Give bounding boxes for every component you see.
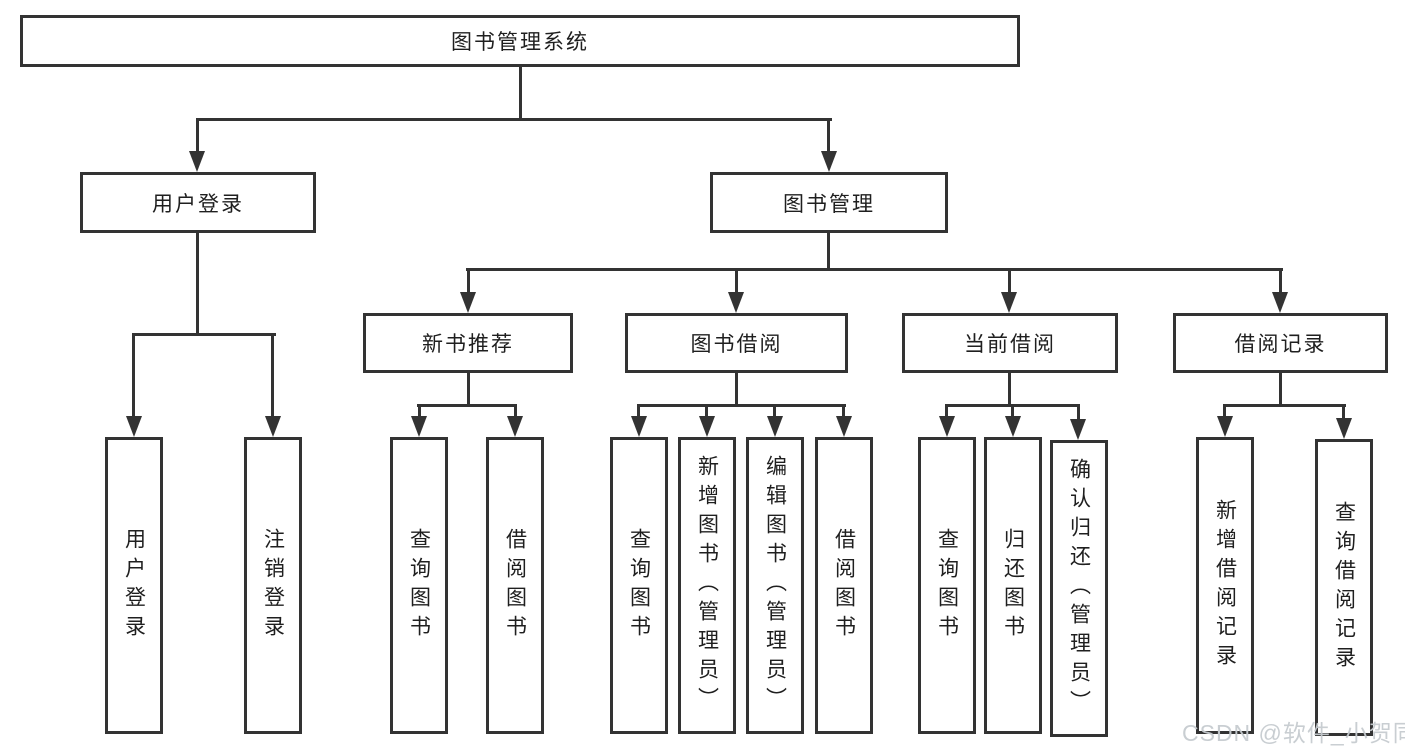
connector-to-leaf-query1 (418, 407, 421, 417)
node-user-login-label: 用户登录 (152, 192, 244, 216)
leaf-query-borrow-record-label: 查询借阅记录 (1332, 500, 1356, 675)
arrowhead-leaf-edit-book (767, 416, 783, 437)
node-root: 图书管理系统 (20, 15, 1020, 67)
connector-to-book-borrowing (735, 271, 738, 293)
connector-root-stem (519, 67, 522, 120)
connector-new-book-branch (417, 404, 517, 407)
connector-to-leaf-borrow2 (842, 407, 845, 417)
leaf-add-book-admin: 新增图书（管理员） (678, 437, 736, 734)
connector-to-leaf-query3 (945, 407, 948, 417)
connector-to-user-login (196, 121, 199, 152)
connector-root-branch (196, 118, 832, 121)
node-book-borrowing: 图书借阅 (625, 313, 848, 373)
connector-to-leaf-borrow1 (514, 407, 517, 417)
node-borrowing-records-label: 借阅记录 (1234, 333, 1327, 356)
connector-current-borrowing-branch (945, 404, 1080, 407)
connector-current-borrowing-stem (1008, 373, 1011, 406)
leaf-query-books-recommend: 查询图书 (390, 437, 448, 734)
node-current-borrowing-label: 当前借阅 (964, 333, 1056, 356)
connector-user-login-stem (196, 233, 199, 336)
arrowhead-leaf-add-book (699, 416, 715, 437)
leaf-borrow-books-recommend-label: 借阅图书 (503, 527, 527, 644)
connector-to-leaf-add-book (705, 407, 708, 417)
arrowhead-leaf-user-login (126, 416, 142, 437)
watermark: CSDN @软件_小贺同学 (1182, 720, 1405, 746)
leaf-return-book: 归还图书 (984, 437, 1042, 734)
connector-to-new-book (467, 271, 470, 293)
leaf-query-books-current: 查询图书 (918, 437, 976, 734)
arrowhead-leaf-query2 (631, 416, 647, 437)
node-root-label: 图书管理系统 (451, 31, 589, 54)
arrowhead-leaf-logout (265, 416, 281, 437)
arrowhead-current-borrowing (1001, 292, 1017, 313)
connector-new-book-stem (467, 373, 470, 406)
node-book-management-label: 图书管理 (783, 192, 875, 216)
node-new-book-recommend: 新书推荐 (363, 313, 573, 373)
leaf-query-books-current-label: 查询图书 (935, 527, 959, 644)
leaf-borrow-books-recommend: 借阅图书 (486, 437, 544, 734)
leaf-user-login-label: 用户登录 (122, 527, 146, 644)
leaf-borrow-books-borrowing-label: 借阅图书 (832, 527, 856, 644)
connector-user-login-branch (132, 333, 276, 336)
leaf-query-books-recommend-label: 查询图书 (407, 527, 431, 644)
arrowhead-leaf-query-record (1336, 418, 1352, 439)
leaf-query-books-borrowing-label: 查询图书 (627, 527, 651, 644)
leaf-query-books-borrowing: 查询图书 (610, 437, 668, 734)
leaf-return-book-label: 归还图书 (1001, 527, 1025, 644)
arrowhead-leaf-return (1005, 416, 1021, 437)
connector-borrowing-records-stem (1279, 373, 1282, 406)
arrowhead-book-borrowing (728, 292, 744, 313)
connector-to-leaf-user-login (132, 336, 135, 417)
node-user-login: 用户登录 (80, 172, 316, 233)
node-book-management: 图书管理 (710, 172, 948, 233)
connector-to-leaf-query-record (1342, 407, 1345, 418)
connector-to-book-management (827, 121, 830, 152)
node-new-book-recommend-label: 新书推荐 (422, 333, 514, 356)
arrowhead-leaf-borrow1 (507, 416, 523, 437)
leaf-confirm-return-admin: 确认归还（管理员） (1050, 440, 1108, 737)
leaf-add-borrow-record: 新增借阅记录 (1196, 437, 1254, 734)
leaf-logout: 注销登录 (244, 437, 302, 734)
leaf-edit-book-admin: 编辑图书（管理员） (746, 437, 804, 734)
arrowhead-leaf-add-record (1217, 416, 1233, 437)
connector-to-leaf-edit-book (773, 407, 776, 417)
connector-book-borrowing-stem (735, 373, 738, 406)
leaf-edit-book-admin-label: 编辑图书（管理员） (763, 455, 787, 716)
node-book-borrowing-label: 图书借阅 (690, 333, 783, 356)
connector-borrowing-records-branch (1223, 404, 1346, 407)
leaf-query-borrow-record: 查询借阅记录 (1315, 439, 1373, 736)
node-borrowing-records: 借阅记录 (1173, 313, 1388, 373)
leaf-borrow-books-borrowing: 借阅图书 (815, 437, 873, 734)
connector-to-leaf-add-record (1223, 407, 1226, 417)
leaf-add-borrow-record-label: 新增借阅记录 (1213, 498, 1237, 673)
arrowhead-leaf-borrow2 (836, 416, 852, 437)
arrowhead-leaf-query3 (939, 416, 955, 437)
arrowhead-book-management (821, 151, 837, 172)
connector-to-borrowing-records (1279, 271, 1282, 293)
arrowhead-borrowing-records (1272, 292, 1288, 313)
connector-to-leaf-logout (271, 336, 274, 417)
arrowhead-leaf-query1 (411, 416, 427, 437)
connector-book-mgmt-branch (466, 268, 1283, 271)
arrowhead-user-login (189, 151, 205, 172)
connector-book-borrowing-branch (637, 404, 846, 407)
connector-to-leaf-return (1011, 407, 1014, 417)
node-current-borrowing: 当前借阅 (902, 313, 1118, 373)
leaf-logout-label: 注销登录 (261, 527, 285, 644)
leaf-add-book-admin-label: 新增图书（管理员） (695, 455, 719, 716)
leaf-confirm-return-admin-label: 确认归还（管理员） (1067, 458, 1091, 719)
leaf-user-login: 用户登录 (105, 437, 163, 734)
connector-book-mgmt-stem (827, 233, 830, 270)
connector-to-current-borrowing (1008, 271, 1011, 293)
connector-to-leaf-query2 (637, 407, 640, 417)
arrowhead-leaf-confirm-return (1070, 419, 1086, 440)
arrowhead-new-book (460, 292, 476, 313)
connector-to-leaf-confirm-return (1077, 407, 1080, 419)
